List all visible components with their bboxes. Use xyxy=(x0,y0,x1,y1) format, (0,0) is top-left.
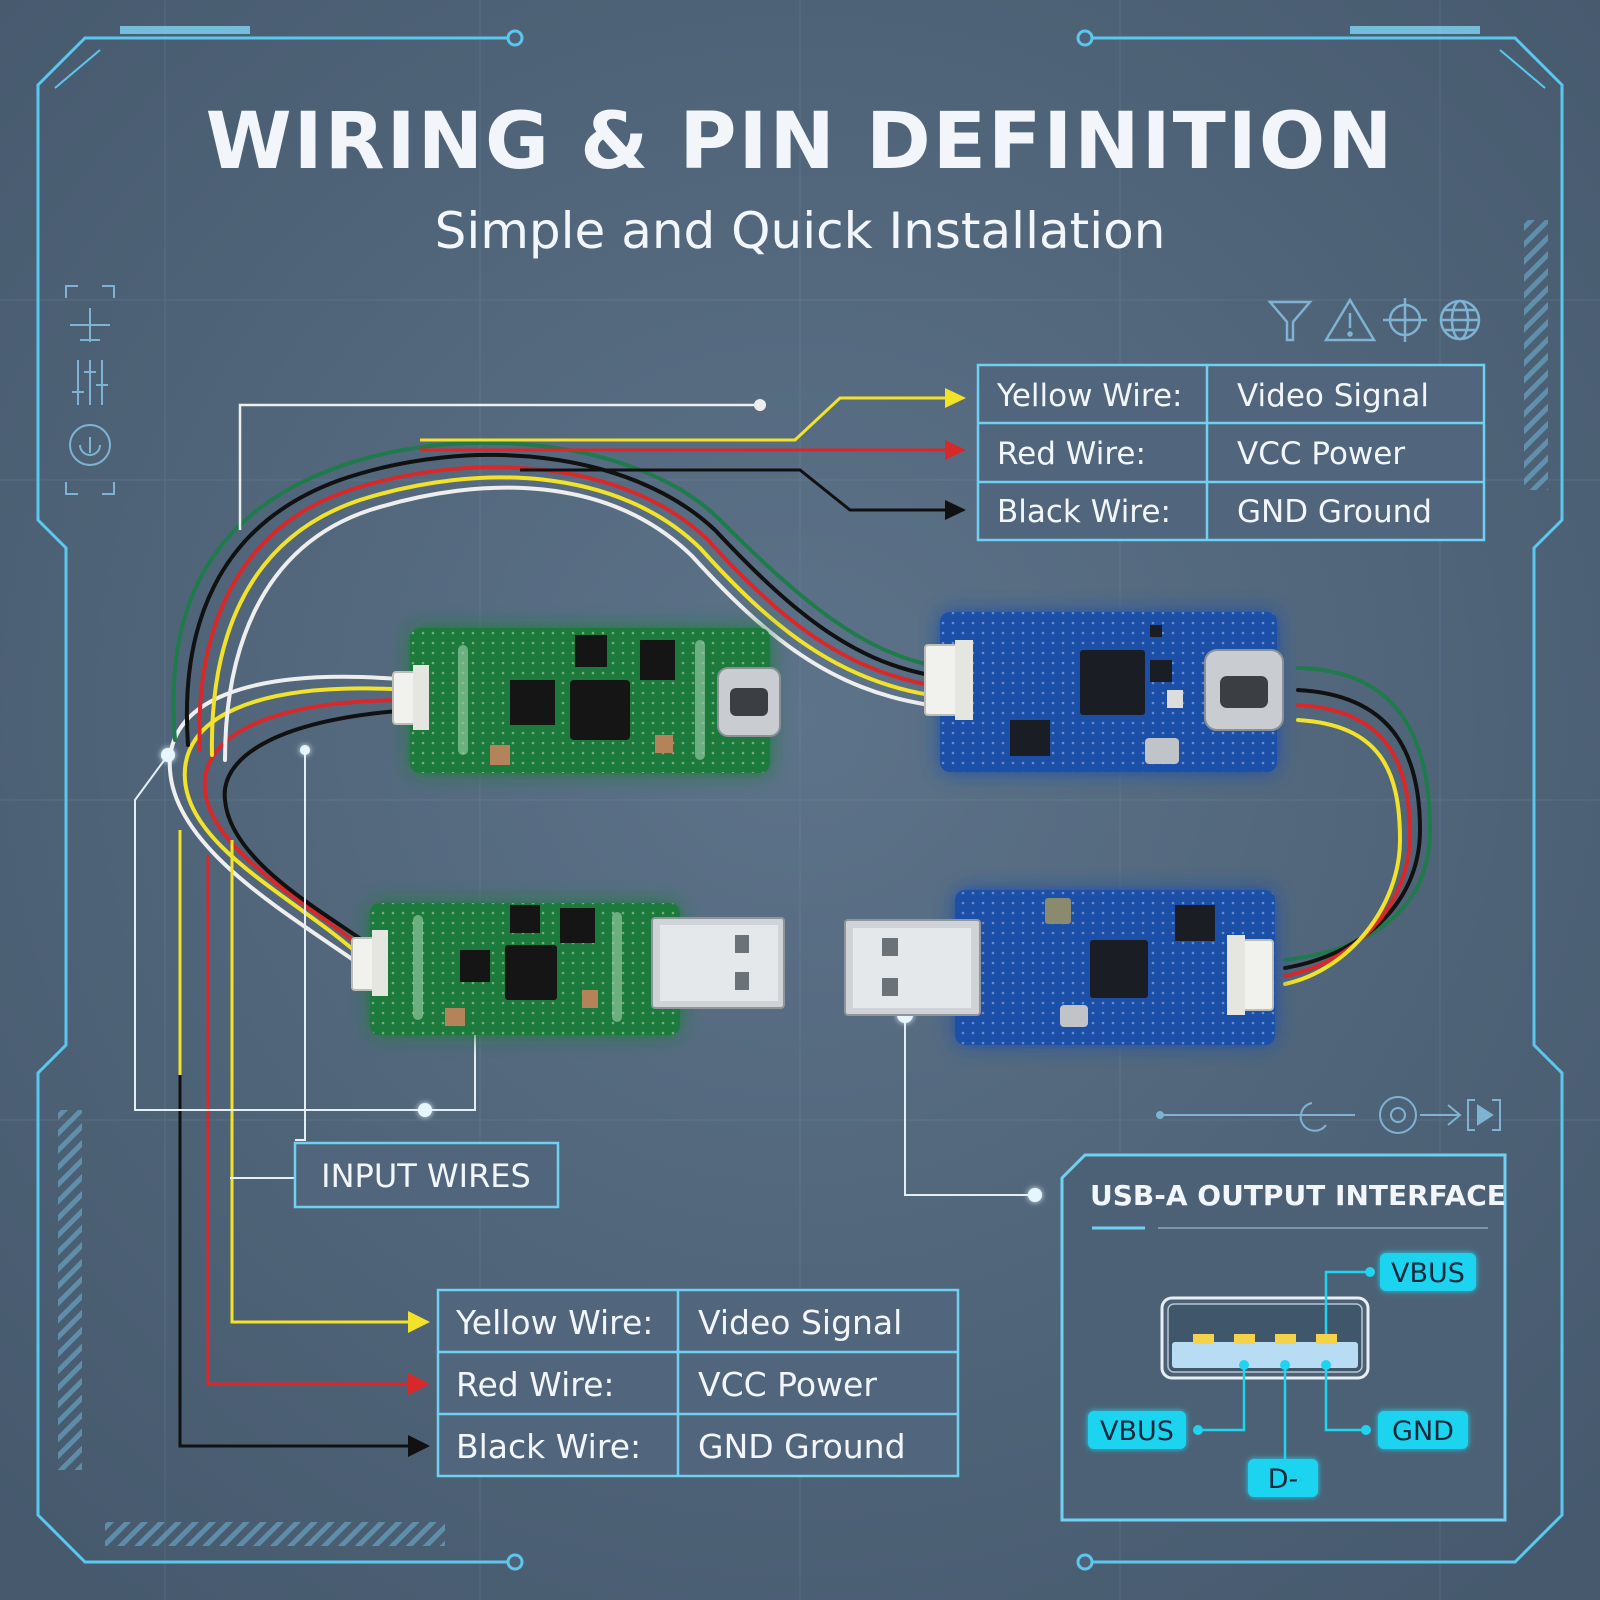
pin-badge-vbus-left: VBUS xyxy=(1088,1411,1186,1449)
top-table-wire-red: Red Wire: xyxy=(997,436,1146,472)
callout-lines xyxy=(134,750,1035,1196)
top-table-func-red: VCC Power xyxy=(1237,436,1405,472)
warning-icon xyxy=(1323,297,1377,342)
pin-badge-gnd: GND xyxy=(1378,1411,1468,1449)
hatch-left xyxy=(58,1110,82,1470)
page-subtitle: Simple and Quick Installation xyxy=(435,202,1166,260)
arrow-red-bottom xyxy=(408,1373,430,1395)
blue-board-type-c xyxy=(924,612,1284,772)
top-table-wire-yellow: Yellow Wire: xyxy=(996,378,1182,414)
cable-harness-right xyxy=(1283,666,1433,986)
frame-end-dots xyxy=(506,29,1094,1571)
page-title: WIRING & PIN DEFINITION xyxy=(206,97,1395,187)
pin-label-vbus-top: VBUS xyxy=(1391,1258,1465,1289)
frame-accent-top-right xyxy=(1350,26,1480,34)
hud-frame xyxy=(36,36,1564,1564)
green-board-usb-a xyxy=(351,903,785,1035)
arrow-yellow-bottom xyxy=(408,1311,430,1333)
hatch-right xyxy=(1524,220,1548,490)
input-wires-text: INPUT WIRES xyxy=(321,1157,531,1195)
hatch-bottom xyxy=(105,1522,445,1546)
compass-icon xyxy=(65,424,115,495)
ruler-icon xyxy=(65,285,115,342)
usb-panel-title: USB-A OUTPUT INTERFACE xyxy=(1090,1179,1506,1212)
arrow-black-top xyxy=(945,500,966,520)
frame-accent-top-left xyxy=(120,26,250,34)
top-table-wire-black: Black Wire: xyxy=(997,494,1171,530)
play-icon xyxy=(1420,1099,1501,1131)
bottom-pin-table: Yellow Wire: Video Signal Red Wire: VCC … xyxy=(436,1288,960,1478)
target-icon xyxy=(1383,298,1427,342)
pin-badge-d-minus: D- xyxy=(1248,1459,1318,1497)
bottom-table-wire-black: Black Wire: xyxy=(456,1427,641,1466)
bottom-table-wire-red: Red Wire: xyxy=(456,1365,615,1404)
globe-icon xyxy=(1439,299,1481,341)
bottom-table-func-yellow: Video Signal xyxy=(698,1303,902,1342)
input-wires-label: INPUT WIRES xyxy=(293,1141,560,1209)
pin-label-gnd: GND xyxy=(1392,1416,1454,1447)
usb-a-connector-icon xyxy=(1160,1296,1370,1380)
arrow-yellow-top xyxy=(945,388,966,408)
bottom-table-wire-yellow: Yellow Wire: xyxy=(455,1303,653,1342)
bottom-table-func-red: VCC Power xyxy=(698,1365,877,1404)
arrow-black-bottom xyxy=(408,1435,430,1457)
top-table-func-yellow: Video Signal xyxy=(1237,378,1429,414)
blue-board-usb-a xyxy=(844,890,1275,1045)
filter-icon xyxy=(1267,300,1313,342)
pin-badge-vbus-top: VBUS xyxy=(1380,1253,1476,1291)
usb-output-panel: USB-A OUTPUT INTERFACE VBUS xyxy=(1060,1153,1507,1522)
bottom-table-func-black: GND Ground xyxy=(698,1427,906,1466)
arrow-red-top xyxy=(945,440,966,460)
gear-icon xyxy=(1156,1096,1417,1134)
cable-harness-top xyxy=(171,440,932,762)
bottom-table-leaders xyxy=(178,830,410,1448)
green-board-type-c xyxy=(392,628,781,773)
top-pin-table: Yellow Wire: Video Signal Red Wire: VCC … xyxy=(976,363,1486,542)
cable-harness-left xyxy=(167,674,412,970)
top-table-leaders xyxy=(238,396,950,530)
pin-label-vbus-left: VBUS xyxy=(1100,1416,1174,1447)
slider-icon xyxy=(72,360,108,405)
pin-label-d-minus: D- xyxy=(1268,1464,1299,1495)
top-table-func-black: GND Ground xyxy=(1237,494,1432,530)
